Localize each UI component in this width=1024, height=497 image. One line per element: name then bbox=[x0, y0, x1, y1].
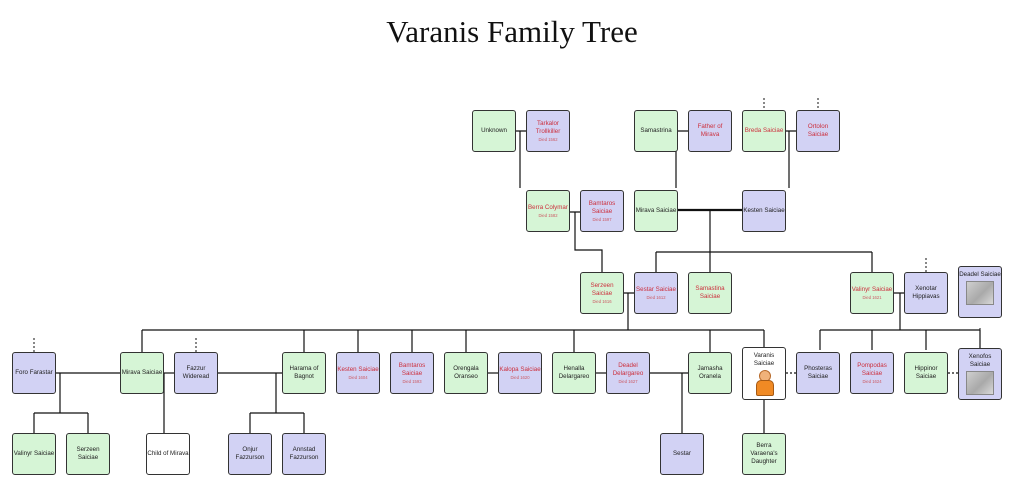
person-box-samastina-saiciae[interactable]: Samastina Saiciae bbox=[688, 272, 732, 314]
portrait-image bbox=[966, 370, 994, 395]
person-box-xenofos-saiciae[interactable]: Xenofos Saiciae bbox=[958, 348, 1002, 400]
person-box-ortolon-saiciae[interactable]: Ortolon Saiciae bbox=[796, 110, 840, 152]
person-box-father-of-mirava[interactable]: Father of Mirava bbox=[688, 110, 732, 152]
couple-line bbox=[516, 130, 526, 188]
person-box-xenotar-hippiavas[interactable]: Xenotar Hippiavas bbox=[904, 272, 948, 314]
person-box-mirava-saiciae-elder[interactable]: Mirava Saiciae bbox=[634, 190, 678, 232]
person-box-berra-varaenas-daughter[interactable]: Berra Varaena's Daughter bbox=[742, 433, 786, 475]
children-line bbox=[33, 373, 89, 433]
person-box-henalla-delargareo[interactable]: Henalla Delargareo bbox=[552, 352, 596, 394]
person-box-kesten-saiciae-elder[interactable]: Kesten Saiciae bbox=[742, 190, 786, 232]
children-bar bbox=[819, 329, 981, 350]
couple-line bbox=[894, 292, 904, 330]
person-box-child-of-mirava[interactable]: Child of Mirava bbox=[146, 433, 190, 475]
person-box-valinyr-saiciae[interactable]: Valinyr Saiciae bbox=[12, 433, 56, 475]
person-box-breda-saiciae[interactable]: Breda Saiciae bbox=[742, 110, 786, 152]
person-box-samastrina[interactable]: Samastrina bbox=[634, 110, 678, 152]
tree-title: Varanis Family Tree bbox=[386, 14, 638, 49]
person-box-phosteras-saiciae[interactable]: Phosteras Saiciae bbox=[796, 352, 840, 394]
person-box-serzeen-saiciae-young[interactable]: Serzeen Saiciae bbox=[66, 433, 110, 475]
person-box-harama-of-bagnot[interactable]: Harama of Bagnot bbox=[282, 352, 326, 394]
person-box-fazzur-wideread[interactable]: Fazzur Wideread bbox=[174, 352, 218, 394]
person-box-annstad-fazzurson[interactable]: Annstad Fazzurson bbox=[282, 433, 326, 475]
couple-line bbox=[570, 211, 603, 272]
sibling-bar bbox=[655, 210, 873, 272]
person-box-jamasha-oranela[interactable]: Jamasha Oranela bbox=[688, 352, 732, 394]
person-box-varanis-saiciae[interactable]: Varanis Saiciae bbox=[742, 347, 786, 400]
children-line bbox=[249, 373, 305, 433]
person-box-onjur-fazzurson[interactable]: Onjur Fazzurson bbox=[228, 433, 272, 475]
person-box-unknown[interactable]: Unknown bbox=[472, 110, 516, 152]
couple-line bbox=[624, 292, 634, 330]
avatar-icon bbox=[755, 369, 774, 396]
person-box-deadel-saiciae[interactable]: Deadel Saiciae bbox=[958, 266, 1002, 318]
person-box-orengala-oranseo[interactable]: Orengala Oranseo bbox=[444, 352, 488, 394]
portrait-image bbox=[966, 280, 994, 305]
children-bar bbox=[141, 329, 765, 352]
person-box-foro-farastar[interactable]: Foro Farastar bbox=[12, 352, 56, 394]
person-box-sestar[interactable]: Sestar bbox=[660, 433, 704, 475]
person-box-hippinor-saiciae[interactable]: Hippinor Saiciae bbox=[904, 352, 948, 394]
person-box-mirava-saiciae[interactable]: Mirava Saiciae bbox=[120, 352, 164, 394]
couple-line bbox=[786, 130, 796, 188]
